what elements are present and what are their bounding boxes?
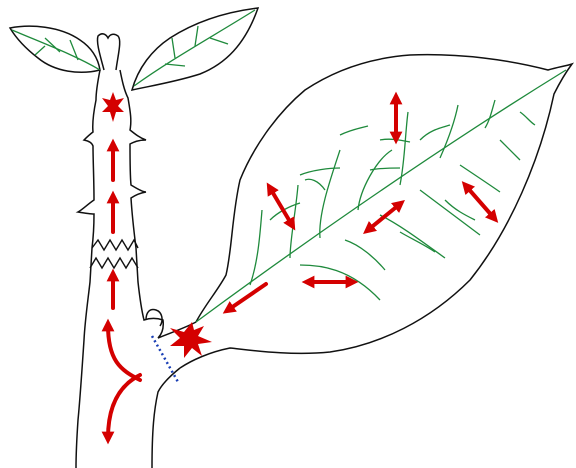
- wound-zigzag: [90, 240, 138, 268]
- double-arrow-left: [270, 188, 292, 225]
- arrow-petiole-to-stem: [228, 284, 266, 310]
- top-right-leaf: [132, 8, 258, 90]
- burst-petiole-star-burst: [170, 322, 212, 358]
- wound-zigzag-upper: [92, 240, 138, 250]
- top-left-leaf-veins: [12, 30, 100, 70]
- large-leaf-outline: [180, 55, 572, 368]
- signal-arrows: [108, 98, 494, 438]
- arrow-up-curved: [108, 325, 140, 380]
- midrib: [196, 70, 566, 322]
- burst-apex-star-burst: [102, 92, 124, 122]
- double-arrow-center: [368, 204, 400, 230]
- stem-right-edge: [120, 70, 196, 338]
- arrow-down-curved: [108, 375, 140, 438]
- main-stem: [76, 70, 196, 468]
- wound-zigzag-lower: [90, 258, 138, 268]
- apical-bud: [97, 34, 119, 70]
- large-leaf-veins: [196, 70, 566, 322]
- stem-lower-right-edge: [152, 368, 180, 468]
- top-left-leaf-outline: [10, 26, 100, 72]
- stem-left-edge: [76, 70, 100, 468]
- top-left-leaf: [10, 26, 100, 72]
- large-leaf: [180, 55, 572, 368]
- double-arrow-right: [466, 186, 494, 218]
